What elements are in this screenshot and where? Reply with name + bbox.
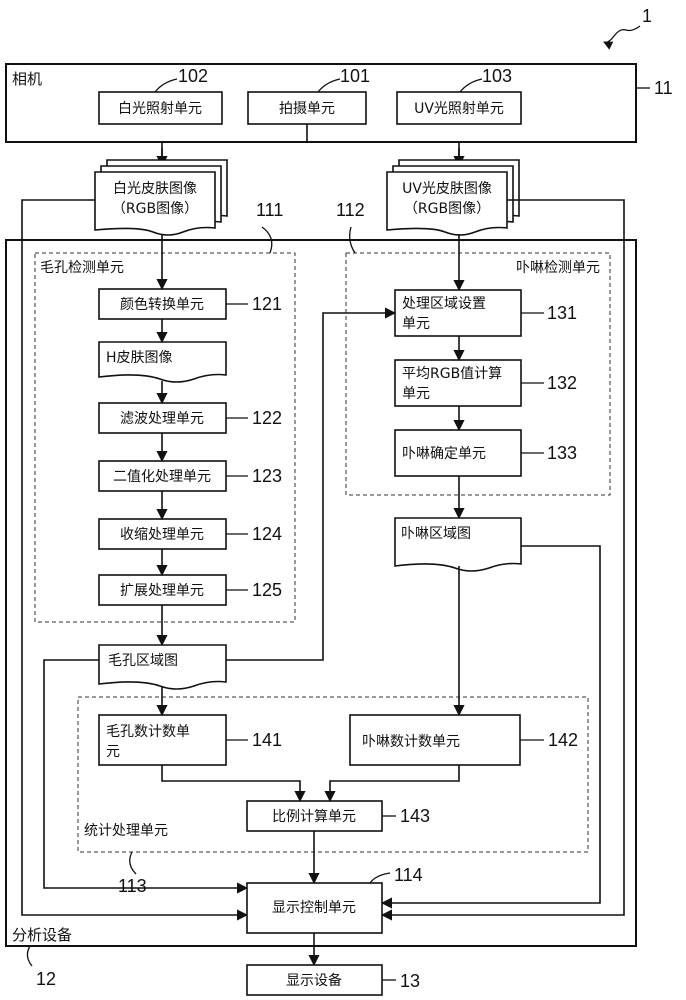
analysis-device-ref: 12 [36, 969, 56, 989]
figure-ref: 1 [603, 6, 652, 50]
capture-unit-ref: 101 [340, 66, 370, 86]
processing-region-label-2: 单元 [402, 316, 430, 332]
display-control-ref: 114 [394, 865, 423, 885]
uv-image-subtitle: （RGB图像） [404, 201, 490, 217]
white-light-skin-image: 白光皮肤图像 （RGB图像） [94, 159, 228, 236]
pore-count-label-1: 毛孔数计数单 [106, 724, 190, 740]
uv-light-skin-image: UV光皮肤图像 （RGB图像） [386, 159, 520, 236]
porphyrin-determination-ref: 133 [547, 443, 577, 463]
stats-group-ref: 113 [118, 876, 147, 896]
avg-rgb-label-1: 平均RGB值计算 [402, 366, 502, 382]
pore-map-label: 毛孔区域图 [108, 653, 178, 669]
pore-region-map: 毛孔区域图 [98, 644, 227, 690]
display-device: 显示设备 13 [246, 964, 420, 996]
processing-region-label-1: 处理区域设置 [402, 296, 486, 312]
white-light-unit-label: 白光照射单元 [118, 101, 202, 117]
porphyrin-determination-label: 卟啉确定单元 [402, 446, 486, 462]
white-image-title: 白光皮肤图像 [113, 181, 197, 197]
display-control-unit: 显示控制单元 114 [246, 865, 423, 934]
binarization-unit [98, 460, 227, 492]
porphyrin-count-label: 卟啉数计数单元 [362, 734, 460, 750]
pore-count-label-2: 元 [106, 744, 120, 760]
capture-unit-label: 拍摄单元 [279, 101, 335, 117]
filter-unit-label: 滤波处理单元 [120, 411, 204, 427]
display-control-label: 显示控制单元 [272, 900, 356, 916]
filter-unit [98, 402, 227, 434]
ratio-calc-label: 比例计算单元 [272, 809, 356, 825]
shrink-unit-label: 收缩处理单元 [120, 527, 204, 543]
expand-unit-label: 扩展处理单元 [120, 583, 204, 599]
display-device-label: 显示设备 [286, 972, 342, 989]
figure-ref-number: 1 [642, 6, 652, 26]
porphyrin-region-map: 卟啉区域图 [394, 517, 522, 572]
uv-light-unit-ref: 103 [482, 66, 512, 86]
pore-detection-group: 毛孔检测单元 111 颜色转换单元 121 H皮肤图像 滤波处理单元 122 二… [34, 200, 296, 623]
color-conversion-label: 颜色转换单元 [120, 296, 204, 313]
uv-image-title: UV光皮肤图像 [402, 181, 492, 197]
white-light-unit [98, 91, 223, 125]
expand-unit-ref: 125 [252, 580, 282, 600]
camera-block: 相机 11 白光照射单元 102 拍摄单元 101 UV光照射单元 103 [5, 63, 673, 143]
pore-group-label: 毛孔检测单元 [40, 260, 124, 276]
camera-label: 相机 [12, 70, 42, 88]
statistics-group: 统计处理单元 113 毛孔数计数单 元 141 卟啉数计数单元 142 比例计算… [77, 696, 589, 896]
analysis-device-frame [5, 239, 637, 947]
white-light-unit-ref: 102 [178, 66, 208, 86]
porphyrin-detection-group: 卟啉检测单元 112 处理区域设置 单元 131 平均RGB值计算 单元 132… [336, 200, 611, 496]
analysis-device-label: 分析设备 [12, 926, 72, 944]
h-skin-image-label: H皮肤图像 [106, 350, 173, 366]
camera-ref: 11 [654, 78, 673, 98]
uv-light-unit-label: UV光照射单元 [414, 101, 504, 117]
porphyrin-map-label: 卟啉区域图 [401, 526, 471, 542]
avg-rgb-ref: 132 [547, 373, 577, 393]
h-skin-image-doc [98, 341, 227, 383]
binarization-unit-label: 二值化处理单元 [113, 469, 211, 485]
filter-unit-ref: 122 [252, 408, 282, 428]
porphyrin-count-unit [349, 714, 521, 766]
porphyrin-group-ref: 112 [336, 200, 365, 220]
color-conversion-ref: 121 [252, 294, 282, 314]
avg-rgb-label-2: 单元 [402, 386, 430, 402]
porphyrin-count-ref: 142 [548, 730, 578, 750]
binarization-unit-ref: 123 [252, 466, 282, 486]
uv-light-unit [396, 91, 522, 125]
shrink-unit-ref: 124 [252, 524, 282, 544]
white-image-subtitle: （RGB图像） [112, 201, 198, 217]
stats-group-label: 统计处理单元 [84, 823, 168, 839]
pore-count-ref: 141 [252, 730, 282, 750]
processing-region-ref: 131 [547, 303, 577, 323]
ratio-calc-ref: 143 [400, 806, 430, 826]
porphyrin-group-label: 卟啉检测单元 [516, 260, 600, 276]
display-device-ref: 13 [400, 971, 420, 991]
porphyrin-determination-unit [394, 429, 522, 477]
pore-group-ref: 111 [256, 200, 283, 220]
